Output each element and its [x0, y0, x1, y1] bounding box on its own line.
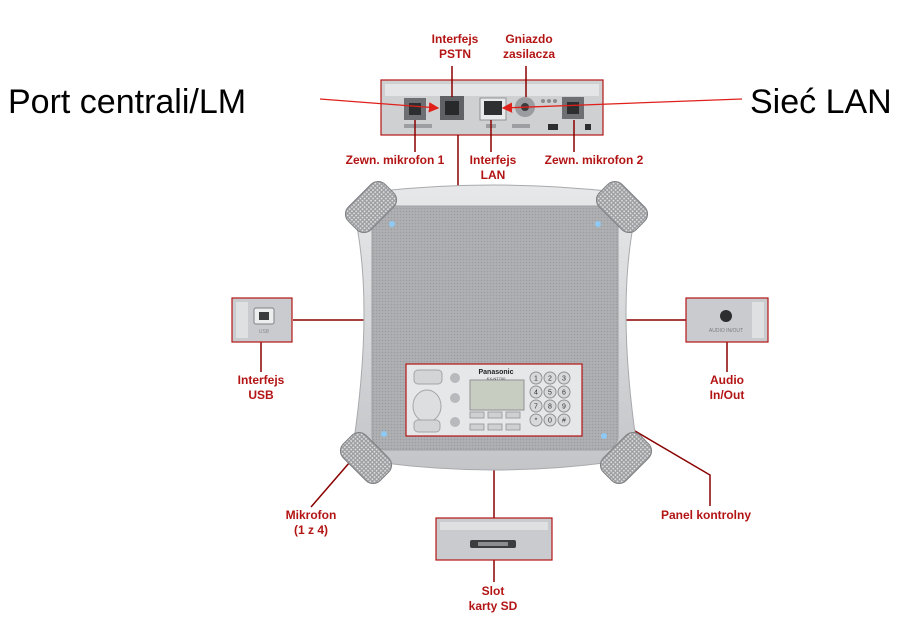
keypad-key — [529, 385, 543, 399]
keypad-key-label: 7 — [534, 404, 538, 411]
keypad-key-label: 1 — [534, 376, 538, 383]
keypad-key — [557, 371, 571, 385]
keypad-key — [543, 371, 557, 385]
keypad-key-label: 9 — [562, 404, 566, 411]
pbx-port-label: Port centrali/LM — [8, 83, 247, 121]
sd-slot-label: Slot karty SD — [468, 584, 518, 613]
keypad-key — [543, 413, 557, 427]
model-text: KX-NT700 — [487, 376, 506, 381]
control-panel-label: Panel kontrolny — [660, 508, 752, 522]
keypad-key — [543, 385, 557, 399]
keypad-key-label: 6 — [562, 390, 566, 397]
keypad-key-label: 5 — [548, 390, 552, 397]
lan-interface-label: Interfejs LAN — [469, 153, 517, 182]
sd-slot-inset — [435, 517, 553, 561]
brand-text: Panasonic — [478, 369, 513, 376]
keypad-key-label: 2 — [548, 376, 552, 383]
keypad-key-label: 8 — [548, 404, 552, 411]
keypad-key — [529, 413, 543, 427]
keypad-key — [543, 399, 557, 413]
keypad-key-label: 3 — [562, 376, 566, 383]
microphone-corners — [339, 180, 653, 485]
keypad-key — [557, 385, 571, 399]
mic-label: Mikrofon (1 z 4) — [285, 508, 337, 537]
keypad-key-label: 0 — [548, 418, 552, 425]
audio-label: Audio In/Out — [709, 373, 745, 402]
audio-inset: AUDIO IN/OUT — [685, 297, 769, 343]
lan-network-arrow — [501, 98, 743, 113]
keypad-key-label: * — [535, 418, 538, 425]
keypad-key — [529, 399, 543, 413]
keypad: 1 2 3 4 5 6 7 8 9 * 0 # — [529, 371, 571, 427]
keypad-key — [557, 399, 571, 413]
ext-mic1-label: Zewn. mikrofon 1 — [345, 153, 445, 167]
keypad-key-label: 4 — [534, 390, 538, 397]
keypad-key-label: # — [562, 418, 566, 425]
audio-port-text: AUDIO IN/OUT — [709, 328, 743, 334]
ext-mic2-label: Zewn. mikrofon 2 — [544, 153, 644, 167]
keypad-key — [557, 413, 571, 427]
rear-panel-inset — [380, 79, 604, 136]
pbx-port-arrow — [319, 98, 440, 113]
pstn-label: Interfejs PSTN — [431, 32, 479, 61]
usb-inset: USB — [231, 297, 293, 343]
usb-label: Interfejs USB — [237, 373, 285, 402]
keypad-key — [529, 371, 543, 385]
lan-network-label: Sieć LAN — [750, 83, 892, 121]
usb-port-text: USB — [259, 329, 270, 335]
power-socket-label: Gniazdo zasilacza — [502, 32, 556, 61]
